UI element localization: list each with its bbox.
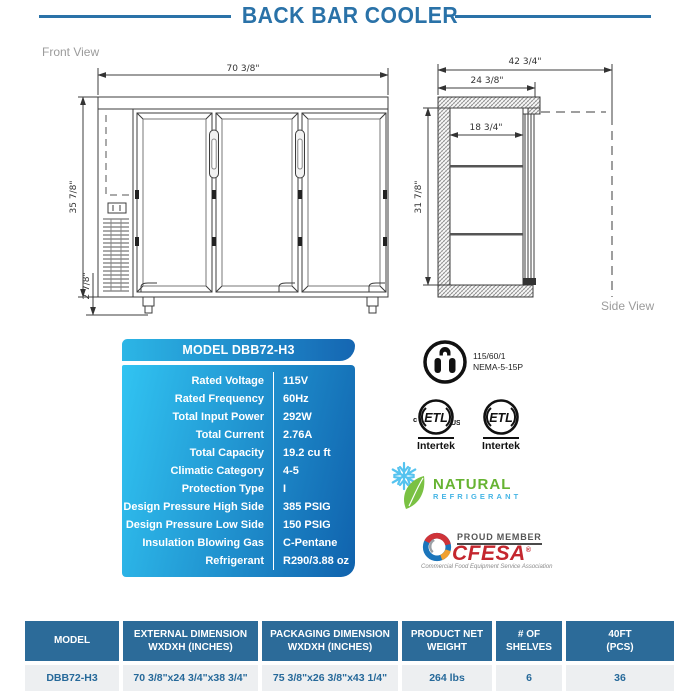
svg-text:US: US <box>451 420 460 427</box>
page-title: BACK BAR COOLER <box>241 2 459 28</box>
cfesa-tagline: Commercial Food Equipment Service Associ… <box>421 564 553 570</box>
natural-label: NATURAL <box>433 476 512 493</box>
registered-mark: ® <box>525 547 532 554</box>
snowflake-leaf-icon <box>391 461 425 509</box>
plug-line2: NEMA-5-15P <box>473 362 524 372</box>
proud-member-label: PROUD MEMBER <box>457 532 542 545</box>
plug-spec-text: 115/60/1 NEMA-5-15P <box>473 351 523 373</box>
svg-text:ETL: ETL <box>489 411 513 425</box>
cell-packaging-dimension: 75 3/8"x26 3/8"x43 1/4" <box>262 665 398 691</box>
spec-card-title: MODEL DBB72-H3 <box>122 339 355 361</box>
title-rule-right <box>455 15 651 18</box>
cell-external-dimension: 70 3/8"x24 3/4"x38 3/4" <box>123 665 258 691</box>
front-width-dim: 70 3/8" <box>227 64 260 74</box>
side-view-drawing: 42 3/4" 24 3/8" 18 3/4" 31 7/8" <box>414 57 613 298</box>
etl-us-listed-icon: ETL c US Intertek <box>413 399 460 452</box>
door-handles <box>209 129 305 179</box>
cfesa-name: CFESA® <box>452 542 532 565</box>
side-body-depth-dim: 24 3/8" <box>471 76 504 86</box>
front-view-drawing: 70 3/8" 35 7/8" 2 7/8" <box>69 64 389 316</box>
cell-model: DBB72-H3 <box>25 665 119 691</box>
svg-text:c: c <box>413 415 417 424</box>
summary-table-row: DBB72-H3 70 3/8"x24 3/4"x38 3/4" 75 3/8"… <box>25 665 674 691</box>
side-interior-depth-dim: 18 3/4" <box>470 123 503 133</box>
title-rule-left <box>39 15 231 18</box>
door-panels <box>136 112 387 293</box>
cfesa-ring-icon <box>422 532 452 562</box>
side-interior-height-dim: 31 7/8" <box>414 181 424 214</box>
cell-40ft: 36 <box>566 665 674 691</box>
front-height-dim: 35 7/8" <box>69 181 79 214</box>
side-overall-depth-dim: 42 3/4" <box>509 57 542 67</box>
cell-net-weight: 264 lbs <box>402 665 492 691</box>
intertek-label: Intertek <box>417 440 455 452</box>
nema-plug-icon <box>423 340 467 384</box>
plug-line1: 115/60/1 <box>473 351 506 361</box>
intertek-label: Intertek <box>482 440 520 452</box>
header-40ft: 40FT(PCS) <box>566 621 674 661</box>
side-view-label: Side View <box>601 299 655 313</box>
cell-shelves: 6 <box>496 665 562 691</box>
hinges <box>135 190 387 246</box>
etl-listed-icon: ETL Intertek <box>482 399 520 452</box>
svg-text:ETL: ETL <box>424 411 448 425</box>
refrigerant-label: REFRIGERANT <box>433 492 522 501</box>
front-base-dim: 2 7/8" <box>82 272 92 299</box>
header-model: MODEL <box>25 621 119 661</box>
front-view-label: Front View <box>42 45 100 59</box>
